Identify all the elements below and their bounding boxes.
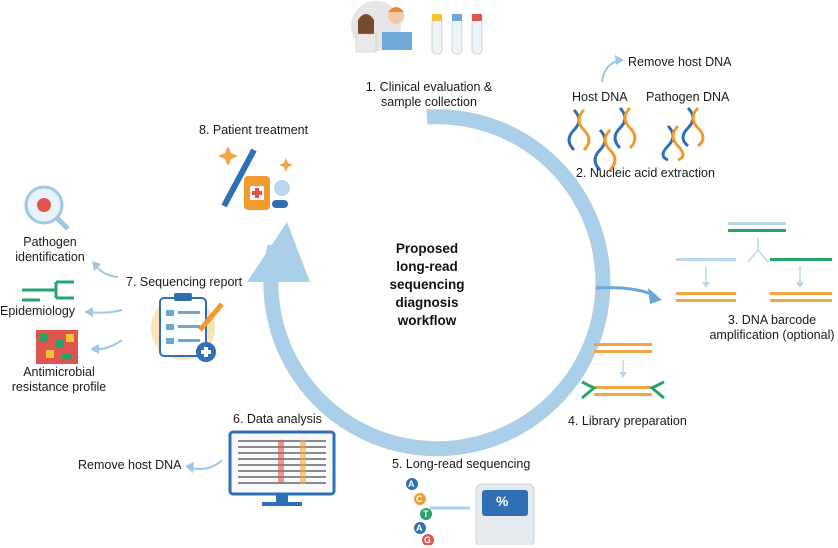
remove-host-arrow-bottom xyxy=(189,459,223,470)
center-title-line-2: long-read xyxy=(396,259,458,274)
remove-host-arrowhead-top xyxy=(615,55,624,65)
center-title-line-5: workflow xyxy=(397,313,457,328)
nucleotide-t: T xyxy=(423,509,429,519)
amr-label-line-2: resistance profile xyxy=(11,380,107,394)
remove-host-dna-label-top: Remove host DNA xyxy=(628,55,732,69)
epidemiology-tree-icon xyxy=(22,280,74,302)
pathogen-dna-label: Pathogen DNA xyxy=(646,90,730,104)
cycle-arrow-ring xyxy=(263,109,611,457)
cycle-arrowhead xyxy=(247,222,310,282)
step8-label: 8. Patient treatment xyxy=(199,123,309,137)
pathogen-identification-label: Pathogen identification xyxy=(8,235,92,265)
center-title-line-1: Proposed xyxy=(395,241,459,256)
nucleotide-beads xyxy=(406,478,434,545)
clinical-illustration xyxy=(351,1,412,53)
host-dna-label: Host DNA xyxy=(572,90,628,104)
remove-host-dna-label-bottom: Remove host DNA xyxy=(78,458,182,472)
step1-label: 1. Clinical evaluation & sample collecti… xyxy=(356,80,502,110)
treatment-illustration xyxy=(218,146,293,210)
arrow-to-pathogen xyxy=(95,265,119,278)
remove-host-arrowhead-bottom xyxy=(185,462,194,473)
step1-label-line-1: 1. Clinical evaluation & xyxy=(365,80,493,94)
nucleotide-c: C xyxy=(416,494,423,504)
pathogen-identification-line-2: identification xyxy=(15,250,85,264)
step6-label: 6. Data analysis xyxy=(233,412,322,426)
branch-arrowhead-step3 xyxy=(648,288,662,304)
arrowhead-pathogen xyxy=(92,261,101,271)
center-title: Proposed long-read sequencing diagnosis … xyxy=(362,240,492,330)
arrow-to-epidemiology xyxy=(89,309,123,314)
amr-heatmap-icon xyxy=(36,330,78,364)
nucleotide-g: G xyxy=(424,535,432,545)
step3-label-line-2: amplification (optional) xyxy=(709,328,835,342)
step3-label-line-1: 3. DNA barcode xyxy=(727,313,817,327)
sample-tubes xyxy=(431,14,483,55)
center-title-line-4: diagnosis xyxy=(395,295,459,310)
arrowhead-epidemiology xyxy=(84,307,93,317)
library-prep xyxy=(581,343,665,400)
step5-label: 5. Long-read sequencing xyxy=(392,457,531,471)
step7-label: 7. Sequencing report xyxy=(126,275,243,289)
arrowhead-amr xyxy=(90,344,99,354)
pathogen-magnifier-icon xyxy=(24,185,70,231)
sequencer-screen-symbol: % xyxy=(496,493,509,509)
pathogen-identification-line-1: Pathogen xyxy=(23,235,77,249)
epidemiology-label: Epidemiology xyxy=(0,304,76,318)
sequencer-machine xyxy=(430,483,535,545)
barcode-amplification xyxy=(676,222,832,302)
step1-label-line-2: sample collection xyxy=(381,95,477,109)
amr-label: Antimicrobial resistance profile xyxy=(2,365,116,395)
analysis-monitor xyxy=(228,430,336,506)
step4-label: 4. Library preparation xyxy=(568,414,687,428)
report-clipboard xyxy=(151,293,224,362)
arrow-to-amr xyxy=(95,339,123,351)
step3-label: 3. DNA barcode amplification (optional) xyxy=(704,313,838,343)
host-dna-helices xyxy=(567,106,637,172)
amr-label-line-1: Antimicrobial xyxy=(23,365,95,379)
nucleotide-a-bottom: A xyxy=(416,523,423,533)
step2-label: 2. Nucleic acid extraction xyxy=(576,166,715,180)
pathogen-dna-helices xyxy=(661,106,705,162)
nucleotide-a-top: A xyxy=(408,479,415,489)
center-title-line-3: sequencing xyxy=(389,277,465,292)
